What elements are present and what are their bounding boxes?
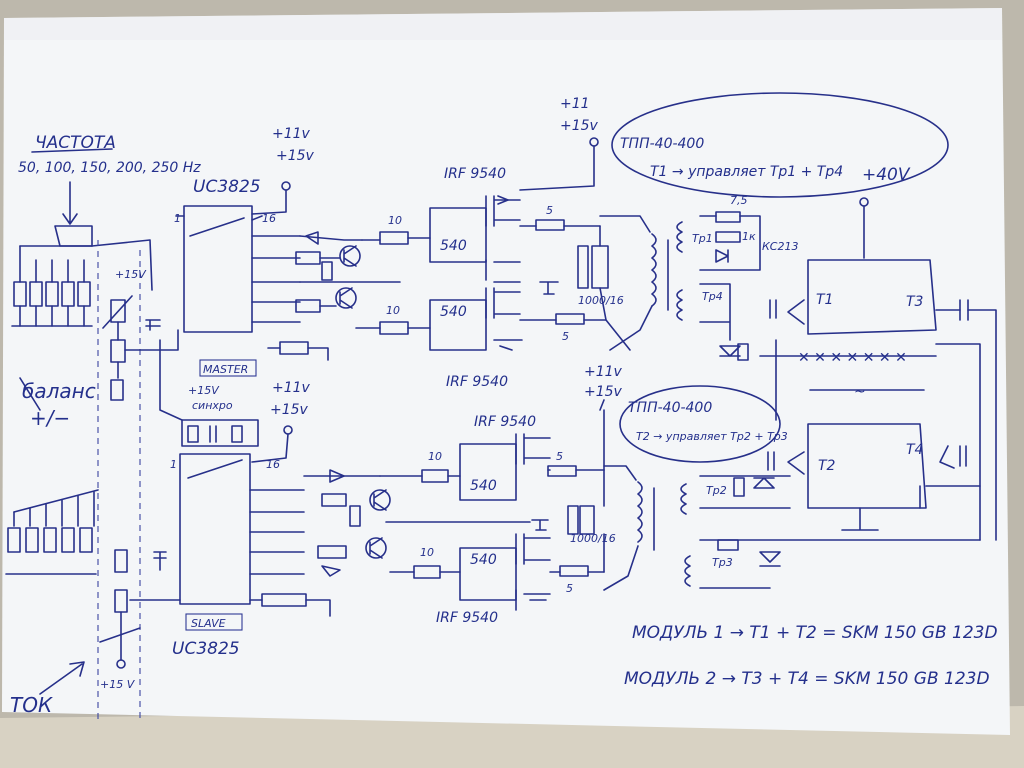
label-plus15v-a: +15v [276,148,315,164]
igbt-bridge-bottom: T2 T4 [787,423,981,531]
label-plus15v-b: +15v [270,402,309,418]
svg-text:1к: 1к [742,230,756,243]
uc-slave-label: UC3825 [172,639,240,659]
cross-row: ✕ ✕ ✕ ✕ ✕ ✕ ✕ [798,350,907,366]
svg-text:Tр4: Tр4 [702,290,723,303]
freq-title: ЧАСТОТА [35,133,116,153]
label-plus11-top: +11 [560,96,590,112]
label-plus15v-c: +15v [584,384,623,400]
svg-text:Tр2: Tр2 [706,484,727,497]
bottom-mosfet-pair: 540 540 5 5 [459,433,605,611]
svg-text:+15V: +15V [188,384,220,397]
freq-resistor-bank [11,245,93,327]
sync-label: синхро [192,399,233,412]
svg-text:~: ~ [854,384,866,400]
top-capacitor: 1000/16 [577,225,631,351]
gate-driver-2: Tр2 Tр3 [680,451,981,589]
module-1-note: МОДУЛЬ 1 → T1 + T2 = SKM 150 GB 123D [632,623,998,643]
svg-text:5: 5 [546,204,553,217]
svg-text:10: 10 [420,546,434,559]
balance-pm: +/− [30,406,70,430]
uc3825-slave-chip [179,453,305,605]
svg-text:540: 540 [470,552,497,568]
current-label: ТОК [10,693,53,717]
transformer2-model: ТПП-40-400 [628,400,712,416]
svg-text:7,5: 7,5 [730,194,748,207]
label-plus15v-top-mos: +15v [560,118,599,134]
transformer1-desc: T1 → управляет Tр1 + Tр4 [650,164,843,180]
slave-label: SLAVE [191,617,226,630]
label-plus40v: +40V [862,165,911,185]
svg-text:1000/16: 1000/16 [578,294,624,307]
svg-text:1: 1 [174,212,181,225]
svg-text:1: 1 [170,458,177,471]
irf-top-1: IRF 9540 [444,166,506,182]
balance-label: баланс [22,379,96,403]
gate-driver-1: Tр1 7,5 1к КС213 Tр4 [676,194,799,361]
svg-text:T3: T3 [906,294,923,310]
irf-bottom-2: IRF 9540 [436,610,498,626]
label-plus11v-b: +11v [272,380,311,396]
svg-text:1000/16: 1000/16 [570,532,616,545]
svg-text:T1: T1 [816,292,833,308]
uc3825-master-chip [175,205,301,333]
module-2-note: МОДУЛЬ 2 → T3 + T4 = SKM 150 GB 123D [624,669,990,689]
svg-text:Tр3: Tр3 [712,556,733,569]
svg-text:T2: T2 [818,458,836,474]
label-plus15v-top: +15V [115,268,147,281]
svg-text:10: 10 [388,214,402,227]
svg-text:10: 10 [428,450,442,463]
svg-text:5: 5 [562,330,569,343]
note-bubble-t1 [611,92,949,198]
transformer1-model: ТПП-40-400 [620,136,704,152]
igbt-bridge-top: +40V T1 T3 ✕ ✕ ✕ ✕ ✕ ✕ ✕ ~ [759,165,997,541]
paper-sheet [2,8,1010,735]
lower-resistor-bank [5,489,99,575]
label-plus11v-c: +11v [584,364,623,380]
master-label: MASTER [203,363,248,376]
label-plus11v-a: +11v [272,126,311,142]
svg-text:16: 16 [262,212,276,225]
freq-values: 50, 100, 150, 200, 250 Hz [18,160,201,176]
note-bubble-t2 [619,385,781,463]
top-driver-stage: 10 10 [267,214,431,361]
svg-text:16: 16 [266,458,280,471]
uc-master-label: UC3825 [193,177,261,197]
bottom-transformer-coil [603,465,655,591]
svg-text:КС213: КС213 [762,240,799,253]
svg-text:Tр1: Tр1 [692,232,713,245]
top-transformer-coil [599,215,669,351]
svg-text:5: 5 [566,582,573,595]
irf-top-2: IRF 9540 [446,374,508,390]
svg-text:540: 540 [440,238,467,254]
svg-text:T4: T4 [906,442,923,458]
svg-text:540: 540 [440,304,467,320]
bottom-driver-stage: 10 10 [249,450,531,617]
irf-bottom-1: IRF 9540 [474,414,536,430]
top-mosfet-pair: 540 540 5 5 [429,195,607,351]
svg-text:540: 540 [470,478,497,494]
svg-text:5: 5 [556,450,563,463]
bottom-capacitor: 1000/16 [567,469,616,573]
label-plus15v-bottom: +15 V [100,678,136,691]
transformer2-desc: T2 → управляет Tр2 + Tр3 [636,430,788,443]
svg-text:10: 10 [386,304,400,317]
